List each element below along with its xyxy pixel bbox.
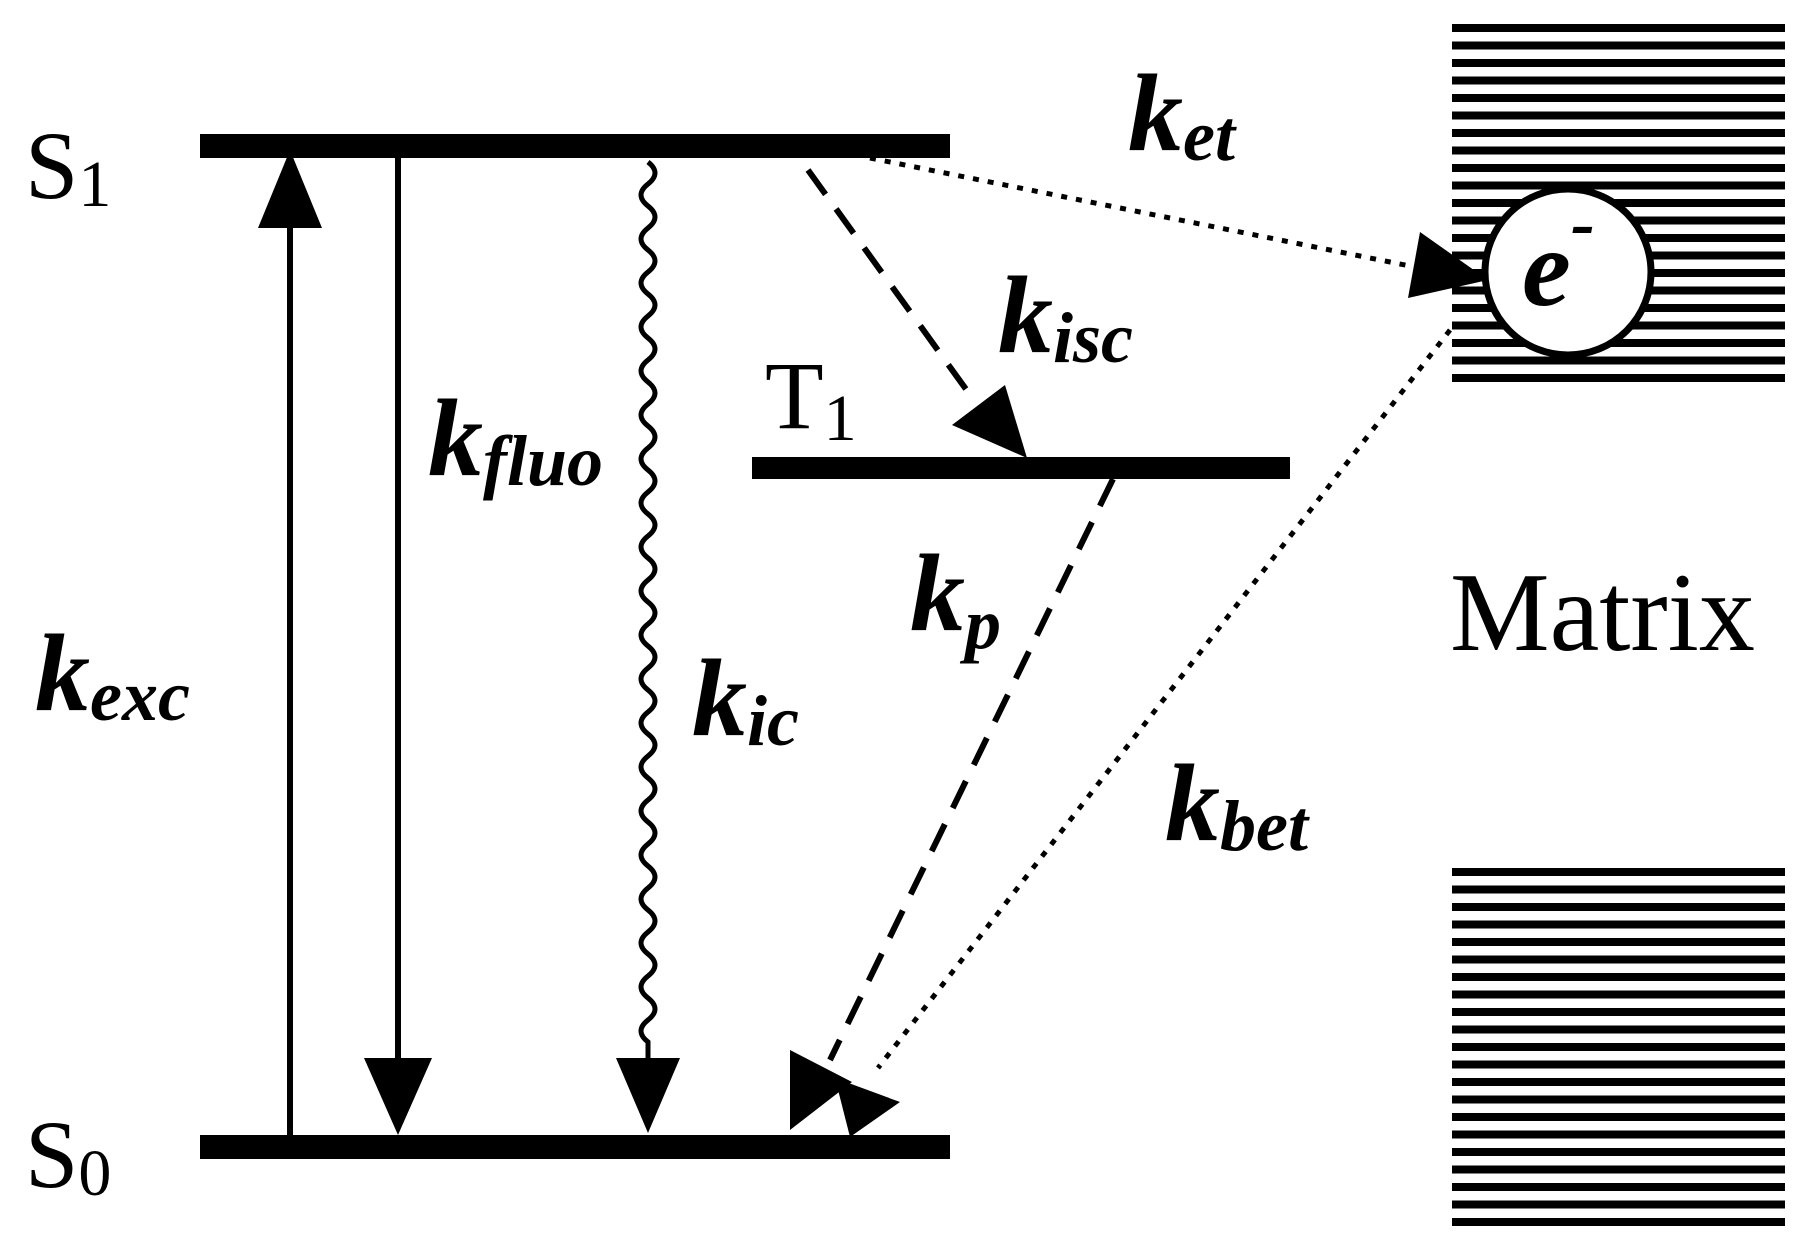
isc-dashed-arrow-shaft bbox=[805, 168, 971, 394]
back-electron-transfer-arrowhead bbox=[835, 1078, 900, 1137]
valence-band-stripe bbox=[1452, 1043, 1785, 1051]
valence-band-stripe bbox=[1452, 1148, 1785, 1156]
valence-band-stripe bbox=[1452, 1218, 1785, 1226]
valence-band-stripe bbox=[1452, 990, 1785, 999]
conduction-band-stripe bbox=[1452, 59, 1785, 67]
k-fluo-label: kfluo bbox=[428, 377, 603, 501]
valence-band-stripe bbox=[1452, 920, 1785, 929]
k-et-label: ket bbox=[1128, 52, 1237, 176]
s0-label: S0 bbox=[25, 1101, 111, 1210]
valence-band-stripe bbox=[1452, 1078, 1785, 1086]
s1-label-base: S bbox=[25, 112, 78, 219]
valence-band-stripe bbox=[1452, 1130, 1785, 1139]
valence-band-stripe bbox=[1452, 903, 1785, 911]
phosphorescence-arrowhead bbox=[790, 1050, 852, 1130]
valence-band-stripe bbox=[1452, 868, 1785, 876]
valence-band-stripe bbox=[1452, 955, 1785, 964]
valence-band-stripe bbox=[1452, 885, 1785, 894]
t1-label: T1 bbox=[765, 342, 857, 455]
electron-transfer-dotted-arrow-shaft bbox=[869, 155, 1421, 271]
k-isc-sub: isc bbox=[1053, 298, 1133, 378]
phosphorescence-dashed-arrow-shaft bbox=[827, 477, 1116, 1062]
electron-label-sup: - bbox=[1571, 183, 1595, 263]
conduction-band-stripe bbox=[1452, 181, 1785, 190]
valence-band-stripe bbox=[1452, 1113, 1785, 1121]
k-exc-label: kexc bbox=[35, 612, 190, 736]
back-electron-transfer-dotted-arrow-shaft bbox=[876, 328, 1452, 1070]
k-ic-k: k bbox=[692, 637, 747, 759]
conduction-band-stripe bbox=[1452, 146, 1785, 155]
isc-arrowhead bbox=[952, 385, 1027, 458]
excitation-arrowhead bbox=[258, 150, 322, 228]
k-ic-label: kic bbox=[692, 637, 799, 761]
conduction-band-stripe bbox=[1452, 129, 1785, 137]
conduction-band-stripe bbox=[1452, 76, 1785, 85]
conduction-band-stripe bbox=[1452, 111, 1785, 120]
electron-transfer-arrowhead bbox=[1408, 232, 1488, 298]
internal-conversion-wavy-arrow bbox=[638, 160, 658, 1060]
conduction-band-stripe bbox=[1452, 339, 1785, 347]
k-bet-label: kbet bbox=[1165, 742, 1310, 866]
valence-band-stripe bbox=[1452, 1008, 1785, 1016]
matrix-valence-band bbox=[1452, 868, 1785, 1226]
k-exc-k: k bbox=[35, 612, 90, 734]
s1-level-line bbox=[200, 134, 950, 158]
t1-label-base: T bbox=[765, 342, 824, 449]
k-et-k: k bbox=[1128, 52, 1183, 174]
matrix-label: Matrix bbox=[1450, 551, 1755, 675]
t1-level-line bbox=[752, 457, 1290, 479]
k-exc-sub: exc bbox=[90, 656, 190, 736]
conduction-band-stripe bbox=[1452, 41, 1785, 50]
fluorescence-arrowhead bbox=[364, 1058, 432, 1135]
k-bet-k: k bbox=[1165, 742, 1220, 864]
k-et-sub: et bbox=[1183, 96, 1237, 176]
valence-band-stripe bbox=[1452, 1095, 1785, 1104]
conduction-band-stripe bbox=[1452, 24, 1785, 32]
electron-label-base: e bbox=[1522, 207, 1571, 329]
k-fluo-k: k bbox=[428, 377, 483, 499]
k-isc-k: k bbox=[998, 254, 1053, 376]
s0-level-line bbox=[200, 1135, 950, 1159]
s1-label-sub: 1 bbox=[78, 148, 111, 221]
k-isc-label: kisc bbox=[998, 254, 1133, 378]
electron-label: e- bbox=[1522, 183, 1595, 329]
s1-label: S1 bbox=[25, 112, 111, 221]
k-fluo-sub: fluo bbox=[483, 421, 603, 501]
conduction-band-stripe bbox=[1452, 356, 1785, 365]
conduction-band-stripe bbox=[1452, 164, 1785, 172]
valence-band-stripe bbox=[1452, 1165, 1785, 1174]
k-ic-sub: ic bbox=[747, 681, 799, 761]
valence-band-stripe bbox=[1452, 973, 1785, 981]
k-bet-sub: bet bbox=[1220, 786, 1310, 866]
valence-band-stripe bbox=[1452, 1183, 1785, 1191]
t1-label-sub: 1 bbox=[824, 382, 857, 455]
k-p-label: kp bbox=[910, 532, 1001, 664]
conduction-band-stripe bbox=[1452, 94, 1785, 102]
conduction-band-stripe bbox=[1452, 374, 1785, 382]
valence-band-stripe bbox=[1452, 1060, 1785, 1069]
s0-label-sub: 0 bbox=[78, 1137, 111, 1210]
valence-band-stripe bbox=[1452, 1025, 1785, 1034]
valence-band-stripe bbox=[1452, 1200, 1785, 1209]
s0-label-base: S bbox=[25, 1101, 78, 1208]
valence-band-stripe bbox=[1452, 938, 1785, 946]
k-p-sub: p bbox=[959, 584, 1001, 664]
k-p-k: k bbox=[910, 532, 965, 654]
electron-circle bbox=[1481, 185, 1655, 359]
internal-conversion-arrowhead bbox=[616, 1058, 680, 1133]
